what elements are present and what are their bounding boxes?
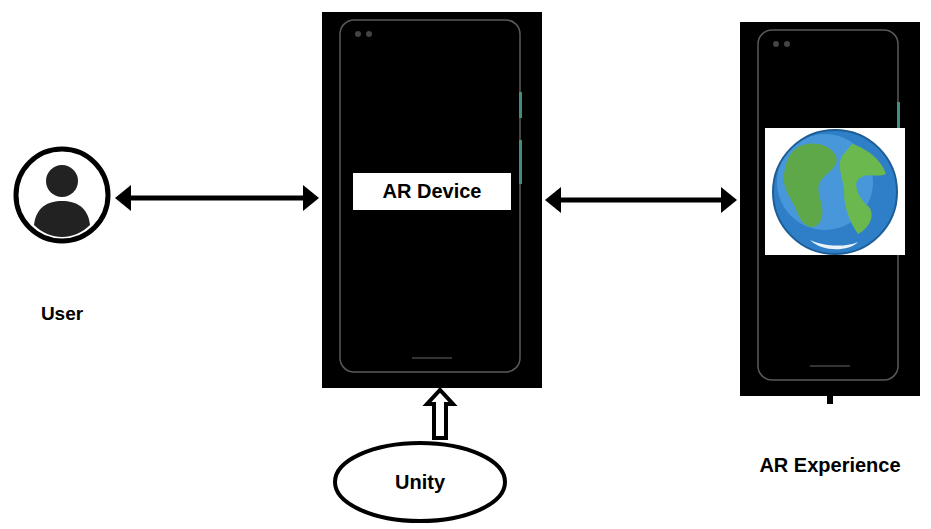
phone-illustration [740,22,920,396]
node-label: AR Experience [740,454,920,477]
stand-mark [827,396,833,404]
user-node: User [12,145,112,245]
user-icon [12,145,112,245]
globe-illustration [765,128,905,255]
ellipse-node: Unity [332,440,508,524]
connector-arrow [427,390,453,438]
device-node: AR Device [322,12,542,388]
node-label: User [12,303,112,325]
node-label: Unity [395,471,445,494]
connector-arrow [115,185,319,211]
node-label: AR Device [353,173,511,210]
connector-arrow [545,187,737,213]
device-node: AR Experience [740,22,920,396]
